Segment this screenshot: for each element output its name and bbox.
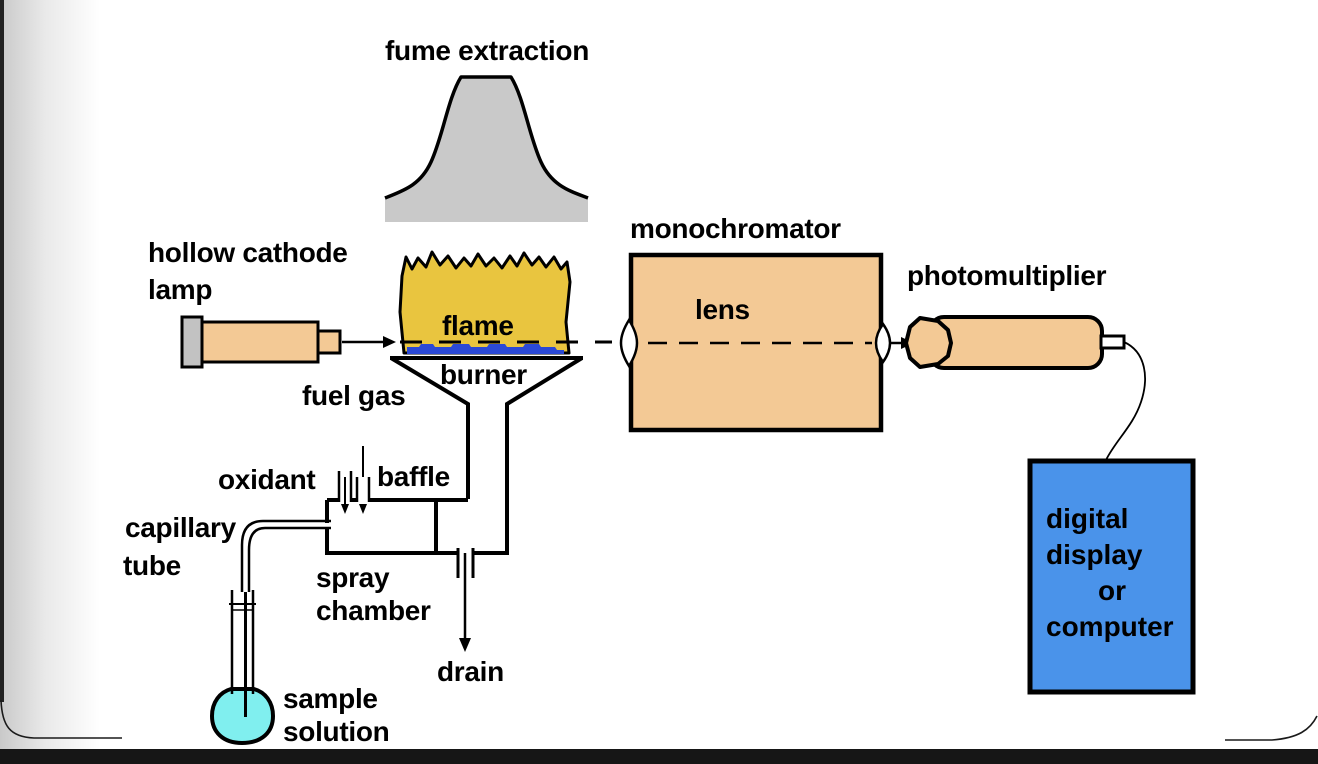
label-monochromator: monochromator: [630, 213, 841, 244]
burner-right-side: [505, 356, 584, 551]
label-flame: flame: [442, 310, 514, 341]
fuel-gas-arrowhead: [359, 504, 367, 514]
capillary-tube-outer: [240, 519, 331, 592]
flame-icon: [398, 250, 572, 355]
fume-hood-outline: [384, 75, 589, 200]
burner-left-side: [389, 356, 470, 499]
signal-wire: [1105, 341, 1146, 461]
drain-arrowhead: [459, 638, 471, 652]
display-box-text: digital display or computer: [1030, 461, 1193, 692]
photomultiplier-connector: [1099, 334, 1126, 350]
page-edge-shading: [0, 0, 100, 750]
label-oxidant: oxidant: [218, 464, 316, 495]
label-hollow-cathode-line1: hollow cathode: [148, 237, 348, 268]
lens-entrance-icon: [619, 317, 639, 369]
display-line-display: display: [1046, 539, 1143, 570]
label-fuel-gas: fuel gas: [302, 380, 406, 411]
display-line-or: or: [1098, 575, 1126, 606]
label-sample-line2: solution: [283, 716, 390, 747]
label-sample-line1: sample: [283, 683, 378, 714]
capillary-tube-inner: [247, 526, 331, 592]
fuelgas-tube-opening: [358, 477, 368, 504]
sample-flask-bulb: [210, 687, 275, 745]
fume-hood-icon: [385, 77, 588, 222]
flame-blue-base: [407, 344, 564, 354]
label-spray-line2: chamber: [316, 595, 431, 626]
label-photomultiplier: photomultiplier: [907, 260, 1107, 291]
label-fume-extraction: fume extraction: [385, 35, 589, 66]
lamp-nozzle: [316, 329, 342, 355]
lamp-end-cap: [180, 315, 204, 369]
photomultiplier-body: [928, 315, 1104, 370]
oxidant-arrowhead: [341, 504, 349, 514]
bottom-black-bar: [0, 749, 1318, 764]
lens-exit-icon: [874, 321, 892, 365]
lamp-body: [198, 320, 320, 364]
display-box: [1027, 458, 1196, 695]
capillary-wall-gap: [298, 523, 332, 528]
page-left-edge: [0, 0, 4, 702]
label-spray-line1: spray: [316, 562, 390, 593]
label-drain: drain: [437, 656, 504, 687]
label-capillary-line2: tube: [123, 550, 181, 581]
page-corner-bottom-left: [0, 699, 122, 739]
label-capillary-line1: capillary: [125, 512, 236, 543]
label-baffle: baffle: [377, 461, 450, 492]
display-line-computer: computer: [1046, 611, 1174, 642]
page-corner-bottom-right: [1225, 715, 1318, 741]
photomultiplier-face: [904, 316, 953, 369]
label-burner: burner: [440, 359, 527, 390]
display-line-digital: digital: [1046, 503, 1129, 534]
label-hollow-cathode-line2: lamp: [148, 274, 213, 305]
label-lens: lens: [695, 294, 750, 325]
lamp-beam-arrowhead: [383, 336, 396, 348]
